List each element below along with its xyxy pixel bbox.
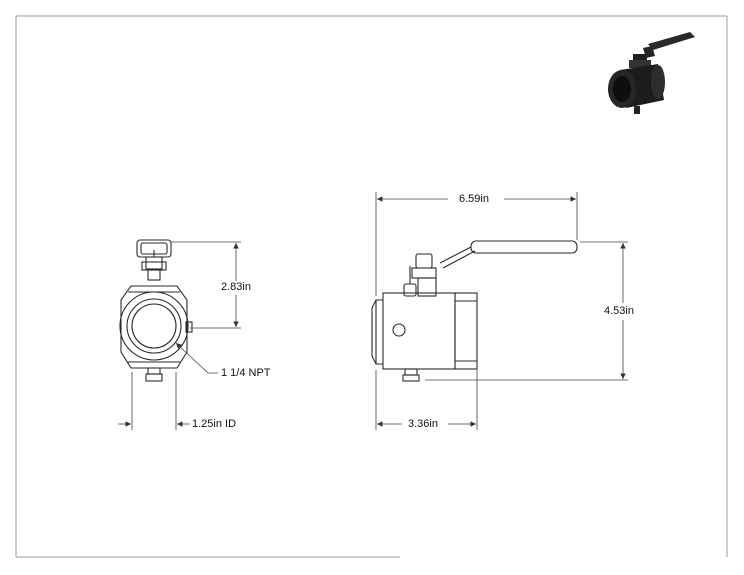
front-view (119, 239, 193, 382)
overall-width-label: 6.59in (457, 193, 491, 206)
front-height-label: 2.83in (219, 281, 253, 294)
overall-height-label: 4.53in (602, 305, 636, 318)
side-view (371, 240, 578, 382)
body-width-label: 3.36in (406, 418, 440, 431)
inner-diameter-label: 1.25in ID (190, 418, 239, 431)
front-dimension-lines (118, 241, 241, 430)
side-dimension-lines (375, 192, 628, 430)
thread-size-label: 1 1/4 NPT (219, 367, 273, 380)
isometric-thumbnail (608, 32, 695, 114)
sheet-border (15, 15, 728, 558)
